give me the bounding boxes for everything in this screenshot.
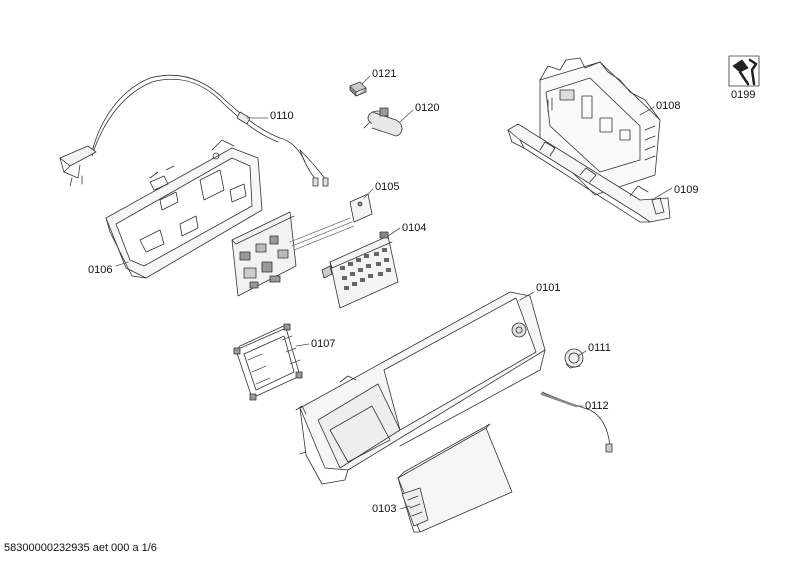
part-label-0104: 0104 [402,222,427,234]
part-label-0106: 0106 [88,264,113,276]
part-label-0103: 0103 [372,503,397,515]
main-pcb [231,211,355,297]
part-label-0105: 0105 [375,181,400,193]
control-module [539,57,661,196]
small-pcb [349,193,373,223]
part-label-0108: 0108 [656,100,681,112]
detergent-drawer-handle [397,423,513,533]
part-label-0101: 0101 [536,282,561,294]
power-cord [59,74,329,187]
frame-bracket [233,323,303,401]
part-label-0121: 0121 [372,68,397,80]
part-label-0107: 0107 [311,338,336,350]
module-bracket [507,123,671,223]
part-label-0111: 0111 [588,342,611,354]
sensor-wire [540,391,613,453]
part-label-0120: 0120 [415,102,440,114]
small-connector [349,81,367,97]
part-label-0110: 0110 [270,110,294,122]
program-knob [564,348,584,369]
control-panel-fascia [295,291,546,485]
suppressor-capacitor [363,107,403,137]
service-tool-icon [728,55,760,87]
document-footer: 58300000232935 aet 000 a 1/6 [4,542,157,554]
keypad-module [321,231,399,309]
part-label-0109: 0109 [674,184,699,196]
control-housing [105,139,263,279]
part-label-0199: 0199 [731,89,756,101]
part-label-0112: 0112 [585,400,609,412]
